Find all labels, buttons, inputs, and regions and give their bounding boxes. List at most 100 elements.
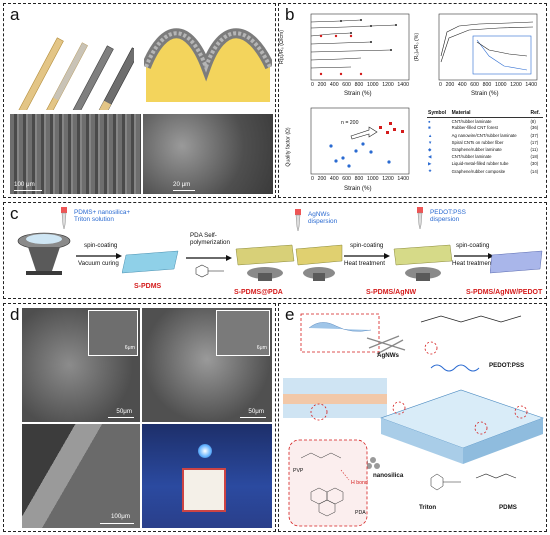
dropper-icon xyxy=(417,207,423,230)
xtick: 1400 xyxy=(397,176,409,182)
plot2 xyxy=(438,13,538,81)
scale-bar-label: 20 μm xyxy=(173,181,191,188)
scale-bar xyxy=(108,416,134,418)
plot1 xyxy=(310,13,410,81)
legend-header: Symbol xyxy=(427,110,451,118)
legend-material: CNT/rubber laminate xyxy=(451,118,492,124)
arrow-icon xyxy=(76,253,122,259)
label-pda: PDA xyxy=(355,510,366,516)
label-pdms: PDMS xyxy=(499,504,517,511)
xtick: 1400 xyxy=(525,82,537,88)
plot1-xticks: 0 200 400 600 800 1000 1200 1400 xyxy=(311,82,409,88)
legend-ref: (17) xyxy=(530,139,539,145)
plot2-ylabel: (R₀)ₙ/R₀ (%) xyxy=(414,32,421,62)
scale-bar-label: 100μm xyxy=(110,513,130,520)
scale-bar xyxy=(240,416,266,418)
legend-ref: (30) xyxy=(530,161,539,167)
sem-image-bottom-left: 100μm xyxy=(22,424,140,528)
s-pdms-agnw-film xyxy=(295,244,343,281)
xtick: 800 xyxy=(482,82,492,88)
xtick: 600 xyxy=(342,176,351,182)
legend-material: Liquid-metal-filled rubber tube xyxy=(451,161,509,167)
final-film xyxy=(490,250,543,274)
xtick: 800 xyxy=(354,176,364,182)
scale-bar xyxy=(173,189,195,191)
xtick: 1000 xyxy=(366,176,379,182)
plot1-xlabel: Strain (%) xyxy=(344,90,372,97)
xtick: 1200 xyxy=(382,176,394,182)
spin-coater-icon xyxy=(17,232,71,275)
legend-material: Spiral CNTs on rubber fiber xyxy=(451,139,504,145)
scale-bar xyxy=(14,189,42,191)
xtick: 0 xyxy=(311,82,314,88)
arrow-icon xyxy=(186,255,232,261)
xtick: 400 xyxy=(329,176,339,182)
scale-bar xyxy=(100,522,134,524)
step1-reagent: PDMS+ nanosilica+ Triton solution xyxy=(74,209,131,224)
legend-ref: (11) xyxy=(530,147,538,153)
legend-ref: (8) xyxy=(530,118,536,124)
step2-process-top: PDA Self-polymerization xyxy=(190,232,230,246)
s-pdms-film xyxy=(122,250,179,274)
legend-ref: (36) xyxy=(530,125,539,131)
step4-process-top: spin-coating xyxy=(456,242,490,249)
mechanism-schematic xyxy=(283,313,544,527)
plot2-xticks: 0 200 400 600 800 1000 1200 1400 xyxy=(439,82,537,88)
plot1-ylabel: R(ε)/R₀ (Ω/cm) xyxy=(279,30,285,64)
plot3-annotation: n = 200 xyxy=(341,120,359,126)
legend-material: Ag nanowire/CNT/rubber laminate xyxy=(451,132,517,138)
xtick: 600 xyxy=(342,82,351,88)
sem-image-left: 100 μm xyxy=(10,114,141,194)
panel-c: c PDMS+ nanosilica+ Triton solution spin… xyxy=(3,202,547,299)
xtick: 1400 xyxy=(397,82,409,88)
step3-process-top: spin-coating xyxy=(350,242,384,249)
panel-a: a 100 μm 20 μm xyxy=(3,3,276,198)
inset-scale-label: 6μm xyxy=(256,345,267,351)
step3-product: S-PDMS/AgNW xyxy=(366,289,417,296)
step1-process-bottom: Vacuum curing xyxy=(78,260,119,267)
arrow-icon xyxy=(454,253,494,259)
arrow-icon xyxy=(344,253,390,259)
panel-b: b R(ε)/R₀ (Ω/cm) 0 200 400 600 800 1000 … xyxy=(278,3,547,198)
xtick: 200 xyxy=(445,82,455,88)
label-pvp: PVP xyxy=(293,468,304,474)
panel-d-label: d xyxy=(10,305,20,324)
sem-inset: 6μm xyxy=(216,310,270,356)
plot3-xlabel: Strain (%) xyxy=(344,185,372,192)
scale-bar-label: 50μm xyxy=(248,408,264,415)
xtick: 1200 xyxy=(382,82,394,88)
xtick: 600 xyxy=(470,82,479,88)
plot3-ylabel: Quality factor (Ω) xyxy=(285,127,292,167)
s-pdms-agnw-film-result xyxy=(393,244,453,281)
inset-scale-label: 6μm xyxy=(124,345,135,351)
step3-process-bottom: Heat treatment xyxy=(344,260,385,267)
xtick: 1000 xyxy=(366,82,379,88)
led-demo-photo xyxy=(142,424,272,528)
scale-bar-label: 50μm xyxy=(116,408,132,415)
xtick: 200 xyxy=(317,82,327,88)
step4-product: S-PDMS/AgNW/PEDOT xyxy=(466,289,543,296)
s-pdms-pda-film xyxy=(235,244,295,281)
panel-b-label: b xyxy=(285,5,295,24)
xtick: 800 xyxy=(354,82,364,88)
plot3-xticks: 0 200 400 600 800 1000 1200 1400 xyxy=(311,176,409,182)
label-pedot: PEDOT:PSS xyxy=(489,362,525,369)
sem-image-top-right: 6μm 50μm xyxy=(142,308,272,422)
sem-inset: 6μm xyxy=(88,310,138,356)
xtick: 400 xyxy=(457,82,467,88)
dropper-icon xyxy=(61,207,67,230)
step1-process-top: spin-coating xyxy=(84,242,118,249)
legend-ref: (37) xyxy=(530,132,539,138)
panel-e-label: e xyxy=(285,305,295,324)
label-agnws: AgNWs xyxy=(377,352,399,359)
legend-header: Material xyxy=(450,110,530,118)
label-hbond: H bond xyxy=(351,480,368,486)
pda-molecule-icon xyxy=(195,264,224,278)
legend-material: Graphene/rubber laminate xyxy=(451,147,502,153)
xtick: 200 xyxy=(317,176,327,182)
legend-material: CNT/rubber laminate xyxy=(451,154,492,160)
xtick: 1200 xyxy=(510,82,522,88)
legend-ref: (18) xyxy=(530,154,539,160)
led-glow xyxy=(198,444,212,458)
legend-material: Graphene/rubber composite xyxy=(451,168,506,174)
